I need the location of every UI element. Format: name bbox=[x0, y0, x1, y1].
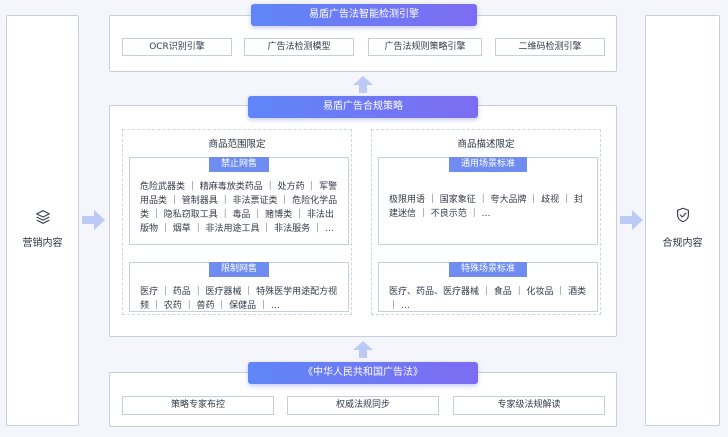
product-scope-panel: 商品范围限定 禁止网售 危险武器类 ｜ 精麻毒放类药品 ｜ 处方药 ｜ 军警用品… bbox=[122, 129, 352, 315]
restricted-online-card: 限制网售 医疗 ｜ 药品 ｜ 医疗器械 ｜ 特殊医学用途配方视频 ｜ 农药 ｜ … bbox=[129, 262, 349, 312]
detection-engine-title: 易盾广告法智能检测引擎 bbox=[251, 4, 477, 26]
arrow-up-to-engine bbox=[353, 76, 373, 93]
arrow-right-to-compliant bbox=[620, 210, 643, 230]
shield-check-icon bbox=[676, 207, 689, 223]
general-scene-card: 通用场景标准 极限用语 ｜ 国家象征 ｜ 夸大品牌 ｜ 歧视 ｜ 封建迷信 ｜ … bbox=[378, 157, 598, 245]
product-description-title: 商品描述限定 bbox=[457, 139, 515, 150]
engine-rule-strategy: 广告法规则策略引擎 bbox=[368, 38, 482, 56]
special-scene-text: 医疗、药品、医疗器械 ｜ 食品 ｜ 化妆品 ｜ 酒类 ｜ … bbox=[389, 287, 587, 311]
engine-qrcode: 二维码检测引擎 bbox=[495, 38, 605, 56]
compliance-strategy-panel: 商品范围限定 禁止网售 危险武器类 ｜ 精麻毒放类药品 ｜ 处方药 ｜ 军警用品… bbox=[109, 105, 617, 337]
special-scene-card: 特殊场景标准 医疗、药品、医疗器械 ｜ 食品 ｜ 化妆品 ｜ 酒类 ｜ … bbox=[378, 262, 598, 312]
marketing-content-label: 营销内容 bbox=[22, 238, 63, 249]
compliance-strategy-title: 易盾广告合规策略 bbox=[248, 96, 478, 118]
forbidden-online-card: 禁止网售 危险武器类 ｜ 精麻毒放类药品 ｜ 处方药 ｜ 军警用品类 ｜ 管制器… bbox=[129, 157, 349, 245]
strategy-expert-deploy: 策略专家布控 bbox=[122, 396, 274, 415]
general-scene-tag: 通用场景标准 bbox=[448, 157, 528, 172]
arrow-up-to-strategy bbox=[353, 341, 373, 358]
restricted-online-text: 医疗 ｜ 药品 ｜ 医疗器械 ｜ 特殊医学用途配方视频 ｜ 农药 ｜ 兽药 ｜ … bbox=[140, 287, 338, 311]
layers-icon bbox=[35, 210, 50, 224]
compliant-content-label: 合规内容 bbox=[662, 238, 703, 249]
special-scene-tag: 特殊场景标准 bbox=[448, 262, 528, 277]
general-scene-text: 极限用语 ｜ 国家象征 ｜ 夸大品牌 ｜ 歧视 ｜ 封建迷信 ｜ 不良示范 ｜ … bbox=[389, 195, 583, 219]
compliant-content-panel: 合规内容 bbox=[645, 15, 720, 426]
ad-law-title: 《中华人民共和国广告法》 bbox=[248, 362, 478, 384]
forbidden-online-tag: 禁止网售 bbox=[208, 157, 270, 172]
marketing-content-panel: 营销内容 bbox=[6, 15, 79, 426]
forbidden-online-text: 危险武器类 ｜ 精麻毒放类药品 ｜ 处方药 ｜ 军警用品类 ｜ 管制器具 ｜ 非… bbox=[140, 182, 338, 234]
restricted-online-tag: 限制网售 bbox=[208, 262, 270, 277]
engine-ocr: OCR识别引擎 bbox=[122, 38, 232, 56]
engine-ad-law-model: 广告法检测模型 bbox=[244, 38, 354, 56]
product-description-panel: 商品描述限定 通用场景标准 极限用语 ｜ 国家象征 ｜ 夸大品牌 ｜ 歧视 ｜ … bbox=[371, 129, 601, 315]
expert-law-interpretation: 专家级法规解读 bbox=[453, 396, 605, 415]
product-scope-title: 商品范围限定 bbox=[208, 139, 266, 150]
arrow-right-from-marketing bbox=[82, 210, 105, 230]
authoritative-law-sync: 权威法规同步 bbox=[287, 396, 439, 415]
